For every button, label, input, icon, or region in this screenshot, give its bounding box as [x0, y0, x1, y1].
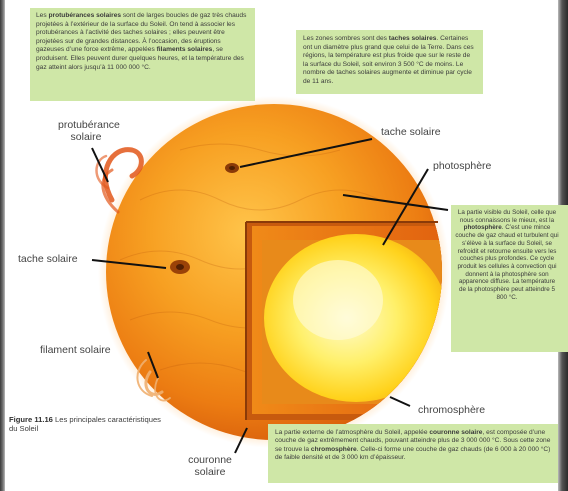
corona-info-text: La partie externe de l’atmosphère du Sol… — [275, 429, 551, 463]
label-chromosphere: chromosphère — [418, 404, 485, 416]
label-filament: filament solaire — [40, 344, 111, 356]
prominence-info-box: Les protubérances solaires sont de large… — [30, 8, 255, 101]
corona-info-box: La partie externe de l’atmosphère du Sol… — [268, 424, 558, 483]
label-corona: couronne solaire — [183, 454, 237, 478]
label-sunspot-top: tache solaire — [381, 126, 441, 138]
photosphere-info-text: La partie visible du Soleil, celle que n… — [455, 209, 559, 301]
label-prominence: protubérance solaire — [58, 119, 114, 143]
sunspot-info-box: Les zones sombres sont des taches solair… — [296, 30, 483, 94]
prominence-info-text: Les protubérances solaires sont de large… — [36, 12, 249, 72]
sunspot-info-text: Les zones sombres sont des taches solair… — [303, 35, 476, 87]
label-sunspot-left: tache solaire — [18, 253, 78, 265]
sun-cutaway — [246, 222, 460, 420]
photosphere-info-box: La partie visible du Soleil, celle que n… — [451, 205, 568, 352]
sunspot-left — [170, 260, 190, 274]
label-photosphere: photosphère — [433, 160, 491, 172]
figure-caption: Figure 11.16 Les principales caractérist… — [9, 415, 169, 433]
figure-number: Figure 11.16 — [9, 415, 53, 424]
sunspot-top — [225, 163, 239, 173]
